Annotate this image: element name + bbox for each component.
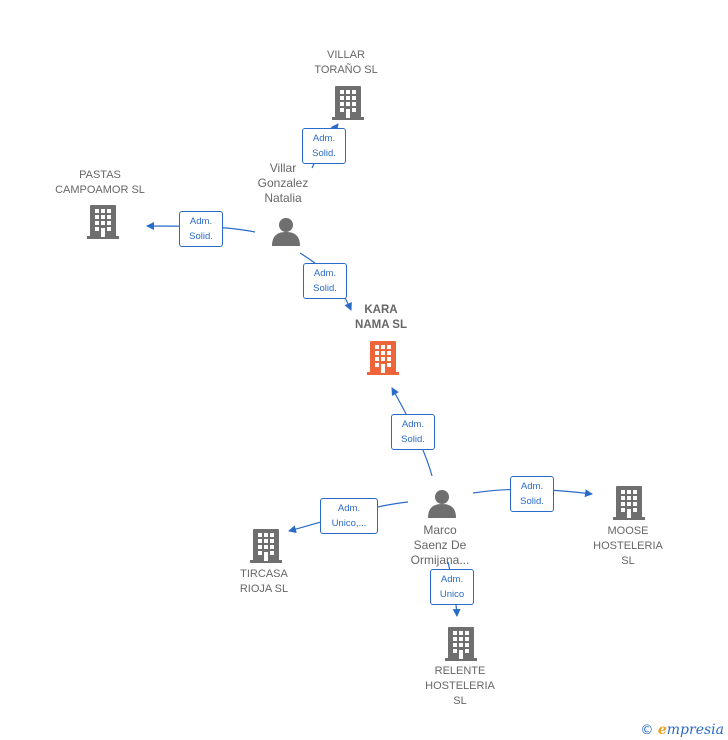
node-label-kara-nama[interactable]: KARA NAMA SL: [355, 304, 407, 331]
edge-label-role[interactable]: Adm. Solid.: [391, 414, 435, 450]
building-icon[interactable]: [613, 486, 645, 520]
edge-label-role[interactable]: Adm. Unico: [430, 569, 474, 605]
node-label-tircasa-rioja[interactable]: TIRCASA RIOJA SL: [239, 568, 289, 595]
edge-label-role[interactable]: Adm. Solid.: [179, 211, 223, 247]
node-label-marco-saenz[interactable]: Marco Saenz De Ormijana...: [410, 523, 470, 567]
building-icon[interactable]: [250, 529, 282, 563]
building-icon[interactable]: [445, 627, 477, 661]
building-icon[interactable]: [332, 86, 364, 120]
brand-logo-text: mpresia: [666, 722, 724, 738]
brand-logo-letter: e: [657, 722, 667, 738]
edge-label-role[interactable]: Adm. Solid.: [510, 476, 554, 512]
node-label-moose-hosteleria[interactable]: MOOSE HOSTELERIA SL: [593, 525, 663, 567]
copyright-icon: ©: [640, 723, 654, 738]
edge-label-role[interactable]: Adm. Unico,...: [320, 498, 378, 534]
node-label-villar-gonzalez-natalia[interactable]: Villar Gonzalez Natalia: [257, 161, 309, 205]
person-icon[interactable]: [272, 218, 300, 246]
brand-footer[interactable]: © empresia: [640, 722, 724, 738]
person-icon[interactable]: [428, 490, 456, 518]
edge-label-role[interactable]: Adm. Solid.: [302, 128, 346, 164]
building-icon[interactable]: [367, 341, 399, 375]
node-label-villar-torano[interactable]: VILLAR TORAÑO SL: [314, 49, 378, 76]
node-label-pastas-campoamor[interactable]: PASTAS CAMPOAMOR SL: [55, 169, 145, 196]
node-label-relente-hosteleria[interactable]: RELENTE HOSTELERIA SL: [425, 665, 495, 707]
edge-label-role[interactable]: Adm. Solid.: [303, 263, 347, 299]
building-icon[interactable]: [87, 205, 119, 239]
